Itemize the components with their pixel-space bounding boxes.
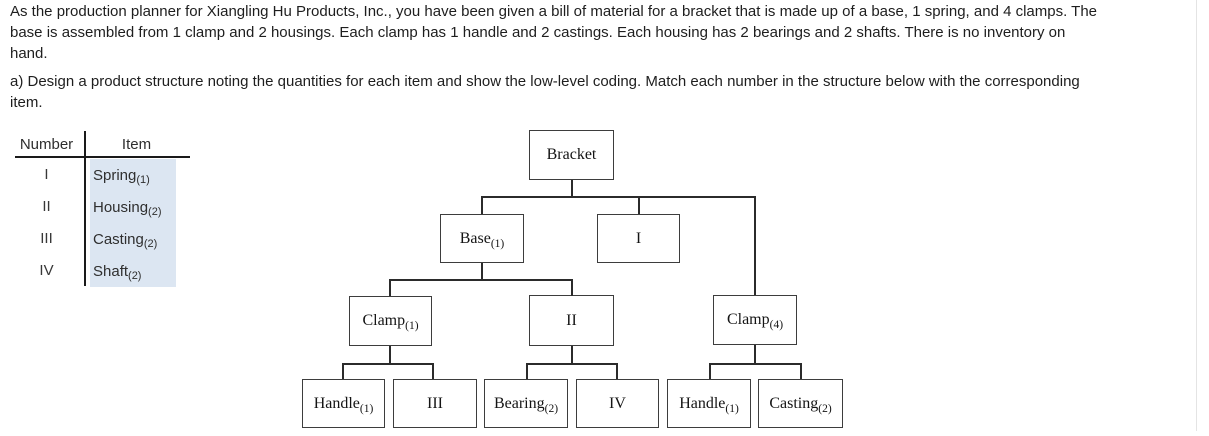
- node-label: Clamp: [726, 311, 770, 328]
- item-name: Spring: [93, 166, 137, 184]
- item-quantity-subscript: (2): [128, 270, 142, 282]
- table-row-item: Shaft(2): [90, 255, 176, 287]
- number-item-table: Number Item I Spring(1) II Housing(2) II…: [0, 131, 210, 291]
- connector-line: [389, 280, 391, 296]
- page-right-divider: [1196, 0, 1197, 431]
- connector-line: [638, 197, 640, 214]
- node-label: Bearing: [493, 394, 545, 412]
- question-a-line: item.: [10, 94, 43, 111]
- node-label: IV: [609, 394, 626, 412]
- diagram-node-roman-3: III: [393, 379, 477, 428]
- diagram-node-bearing: Bearing(2): [484, 379, 568, 428]
- problem-statement: As the production planner for Xiangling …: [10, 1, 1097, 64]
- connector-line: [481, 197, 483, 214]
- node-label: Clamp: [362, 312, 406, 329]
- table-header-number: Number: [19, 136, 74, 153]
- question-a-line: a) Design a product structure noting the…: [10, 73, 1080, 90]
- connector-line: [709, 364, 711, 379]
- node-quantity-subscript: (4): [769, 319, 784, 331]
- node-label: Base: [459, 229, 491, 247]
- table-row-number: IV: [39, 262, 54, 279]
- connector-line: [481, 263, 483, 279]
- diagram-node-roman-1: I: [597, 214, 680, 263]
- node-label: I: [635, 229, 642, 247]
- connector-line: [800, 364, 802, 379]
- item-name: Housing: [93, 198, 149, 216]
- connector-line: [754, 197, 756, 295]
- connector-line: [709, 363, 802, 365]
- table-column-divider: [84, 131, 86, 286]
- question-a-text: a) Design a product structure noting the…: [10, 71, 1080, 113]
- node-quantity-subscript: (2): [544, 402, 559, 415]
- item-quantity-subscript: (2): [143, 238, 158, 250]
- table-header-item: Item: [121, 136, 152, 153]
- node-label: II: [566, 311, 577, 329]
- connector-line: [481, 196, 756, 198]
- connector-line: [571, 346, 573, 363]
- table-row-item: Spring(1): [90, 159, 176, 191]
- item-quantity-subscript: (2): [148, 206, 162, 218]
- diagram-node-clamp-1: Clamp(1): [349, 296, 432, 346]
- diagram-node-clamp-4: Clamp(4): [713, 295, 797, 345]
- connector-line: [432, 364, 434, 379]
- node-label: Casting: [769, 394, 819, 412]
- connector-line: [526, 364, 528, 379]
- problem-statement-line: base is assembled from 1 clamp and 2 hou…: [10, 24, 1066, 41]
- table-row-number: I: [44, 166, 49, 183]
- node-label: Bracket: [546, 146, 597, 163]
- problem-statement-line: As the production planner for Xiangling …: [10, 3, 1098, 20]
- connector-line: [526, 363, 618, 365]
- table-header-rule: [15, 156, 190, 158]
- table-row-number: III: [40, 230, 53, 247]
- problem-statement-line: hand.: [10, 45, 48, 62]
- connector-line: [754, 345, 756, 363]
- diagram-node-casting: Casting(2): [758, 379, 843, 428]
- node-quantity-subscript: (1): [359, 402, 374, 415]
- connector-line: [389, 279, 573, 281]
- item-name: Shaft: [93, 262, 129, 280]
- item-name: Casting: [93, 230, 144, 248]
- node-label: III: [427, 394, 443, 412]
- table-row-number: II: [42, 198, 51, 215]
- diagram-node-base: Base(1): [440, 214, 524, 263]
- node-quantity-subscript: (1): [405, 320, 419, 332]
- connector-line: [342, 363, 434, 365]
- connector-line: [571, 180, 573, 196]
- node-quantity-subscript: (1): [490, 237, 505, 250]
- connector-line: [571, 280, 573, 296]
- connector-line: [342, 364, 344, 379]
- table-row-item: Housing(2): [90, 191, 176, 223]
- diagram-node-roman-4: IV: [576, 379, 659, 428]
- connector-line: [616, 364, 618, 379]
- node-label: Handle: [679, 394, 726, 412]
- node-quantity-subscript: (2): [818, 402, 832, 415]
- item-quantity-subscript: (1): [136, 174, 150, 186]
- diagram-node-roman-2: II: [529, 295, 614, 346]
- diagram-node-bracket: Bracket: [529, 130, 614, 180]
- node-label: Handle: [313, 394, 360, 412]
- connector-line: [389, 346, 391, 363]
- node-quantity-subscript: (1): [725, 402, 739, 415]
- table-row-item: Casting(2): [90, 223, 176, 255]
- diagram-node-handle-left: Handle(1): [302, 379, 385, 428]
- diagram-node-handle-right: Handle(1): [667, 379, 751, 428]
